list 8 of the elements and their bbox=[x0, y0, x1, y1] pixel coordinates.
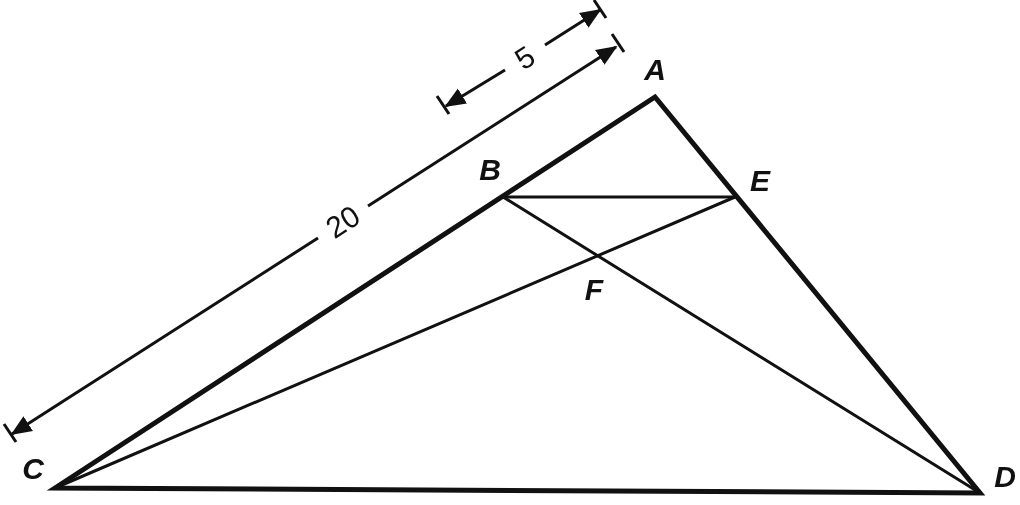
point-label: A bbox=[644, 55, 666, 85]
dimension-label: 5 bbox=[509, 40, 541, 76]
point-label: F bbox=[584, 275, 604, 305]
point-label: B bbox=[479, 155, 501, 185]
point-label: E bbox=[750, 166, 770, 196]
point-label: C bbox=[22, 454, 44, 484]
point-label: D bbox=[994, 462, 1016, 492]
dimension-label: 20 bbox=[320, 200, 366, 244]
